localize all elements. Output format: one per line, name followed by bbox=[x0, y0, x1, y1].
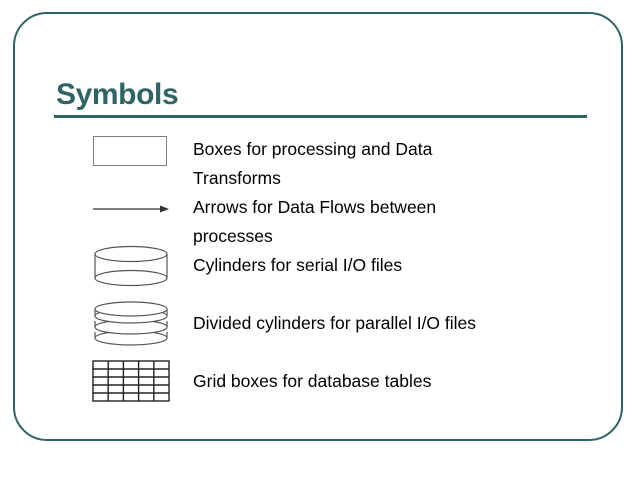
list-item-spacer bbox=[193, 338, 593, 367]
list-item: Transforms bbox=[193, 168, 281, 188]
symbol-description-list: Boxes for processing and Data Transforms… bbox=[193, 135, 593, 396]
page-title: Symbols bbox=[56, 78, 179, 111]
list-item: processes bbox=[193, 226, 273, 246]
list-item-spacer bbox=[193, 280, 593, 309]
list-item: Arrows for Data Flows between bbox=[193, 197, 437, 217]
slide-border-frame bbox=[13, 12, 623, 441]
list-item: Divided cylinders for parallel I/O files bbox=[193, 313, 477, 333]
list-item: Cylinders for serial I/O files bbox=[193, 255, 403, 275]
list-item: Grid boxes for database tables bbox=[193, 371, 432, 391]
list-item: Boxes for processing and Data bbox=[193, 139, 433, 159]
title-underline-rule bbox=[54, 115, 587, 118]
